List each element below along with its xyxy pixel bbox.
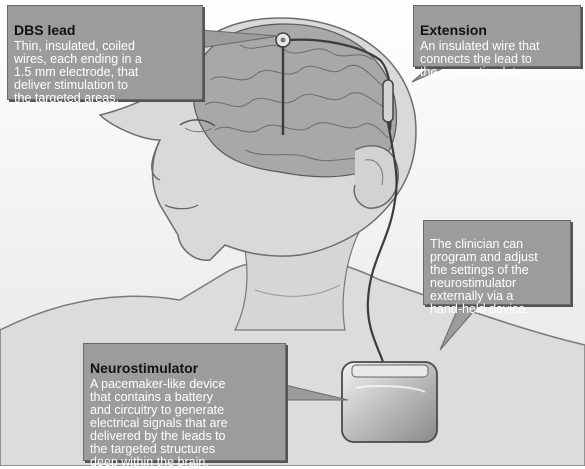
extension-title: Extension xyxy=(420,23,574,38)
neurostimulator-description: A pacemaker-like device that contains a … xyxy=(90,377,228,469)
extension-callout: ExtensionAn insulated wire that connects… xyxy=(413,5,581,67)
neurostimulator-title: Neurostimulator xyxy=(90,361,279,376)
clinician-description: The clinician can program and adjust the… xyxy=(430,237,538,316)
neurostimulator-callout: NeurostimulatorA pacemaker-like device t… xyxy=(83,343,286,461)
extension-connector xyxy=(383,80,393,122)
extension-description: An insulated wire that connects the lead… xyxy=(420,39,540,79)
dbs-lead-title: DBS lead xyxy=(14,23,196,38)
clinician-callout: The clinician can program and adjust the… xyxy=(423,220,571,305)
dbs-lead-description: Thin, insulated, coiled wires, each endi… xyxy=(14,39,142,105)
dbs-lead-callout: DBS leadThin, insulated, coiled wires, e… xyxy=(7,5,203,100)
